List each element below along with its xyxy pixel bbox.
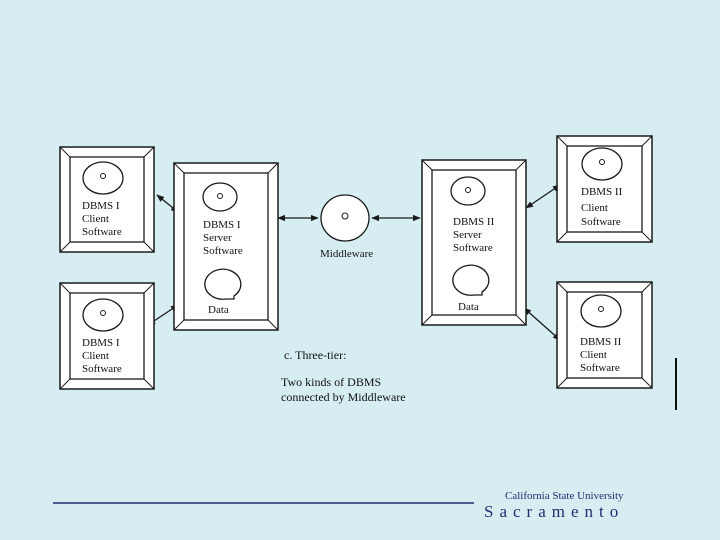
caption-line1: Two kinds of DBMS (281, 375, 381, 389)
client-label-line1: DBMS II (580, 336, 622, 348)
caption-line2: connected by Middleware (281, 390, 406, 404)
server-label-line2: Server (453, 229, 482, 241)
client-label-line1: DBMS II (581, 186, 623, 198)
server-label-line3: Software (203, 245, 243, 257)
caption: c. Three-tier: Two kinds of DBMS connect… (281, 348, 406, 404)
client-label-line2: Client (82, 213, 109, 225)
client-dbms1-bottom: DBMS I Client Software (59, 282, 155, 390)
client-label-line2: Client (82, 350, 109, 362)
connector-server2-client3 (525, 184, 561, 209)
data-label: Data (458, 301, 479, 313)
client-label-line3: Software (82, 226, 122, 238)
data-store-icon (452, 264, 490, 296)
caption-heading: c. Three-tier: (284, 348, 346, 362)
server-dbms1: DBMS I Server Software Data (173, 162, 279, 331)
client-label-line1: DBMS I (82, 337, 120, 349)
logo-university-name: California State University (505, 490, 624, 502)
university-logo: California State University Sacramento (484, 490, 624, 521)
middleware-node: Middleware (320, 194, 373, 260)
data-store-icon (204, 268, 242, 300)
client-label-line3: Software (580, 362, 620, 374)
client-label-line3: Software (82, 363, 122, 375)
client-label-line2: Client (580, 349, 607, 361)
server-label-line2: Server (203, 232, 232, 244)
server-label-line1: DBMS I (203, 219, 241, 231)
client-dbms2-top: DBMS II Client Software (556, 135, 653, 243)
middleware-label: Middleware (320, 248, 373, 260)
connector-server2-client4 (523, 307, 561, 341)
client-dbms2-bottom: DBMS II Client Software (556, 281, 653, 389)
data-label: Data (208, 304, 229, 316)
client-label-line3: Software (581, 216, 621, 228)
server-label-line3: Software (453, 242, 493, 254)
server-dbms2: DBMS II Server Software Data (421, 159, 527, 326)
client-dbms1-top: DBMS I Client Software (59, 146, 155, 253)
server-label-line1: DBMS II (453, 216, 495, 228)
logo-campus-name: Sacramento (484, 502, 624, 521)
client-label-line2: Client (581, 202, 608, 214)
client-label-line1: DBMS I (82, 200, 120, 212)
